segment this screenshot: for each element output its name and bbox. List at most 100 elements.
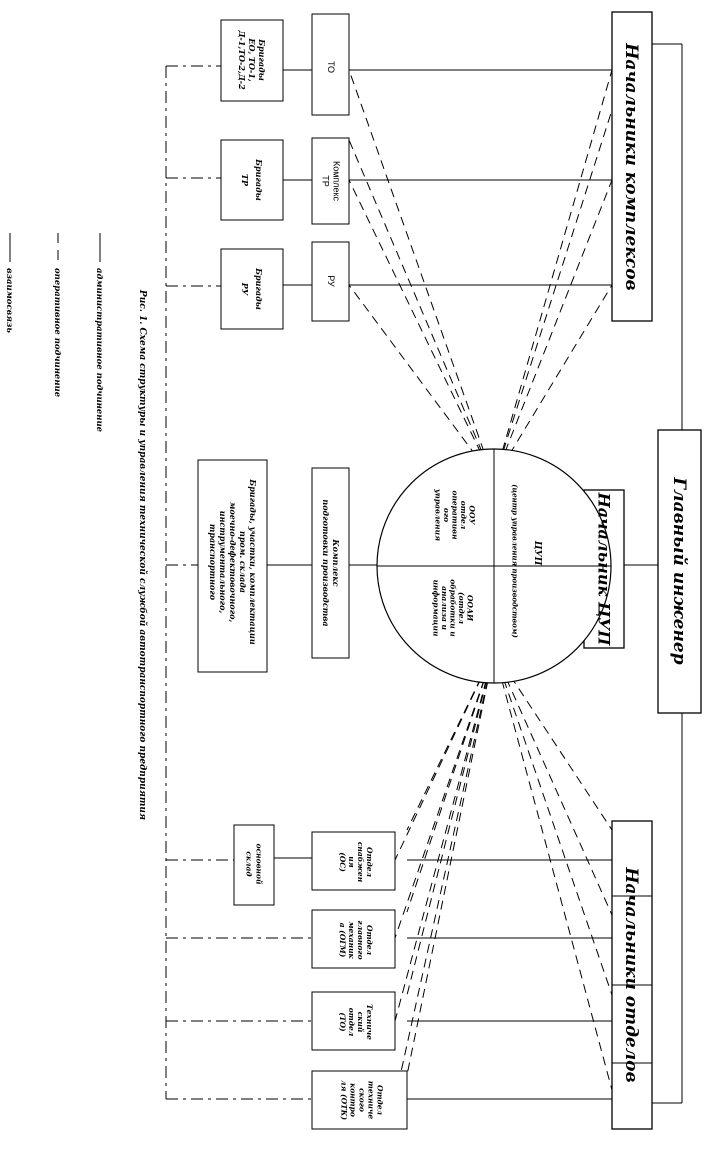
figure-caption-text: Рис. 1. Схема структуры и управления тех… xyxy=(137,289,148,820)
complex-ru-label-line: РУ xyxy=(326,275,336,287)
cup-left-line: отдел xyxy=(459,501,468,530)
prep-brigades-label-line: Бригады, участки, комплектации xyxy=(248,478,258,644)
dashed-line xyxy=(394,650,495,1100)
dept-os-box xyxy=(311,831,396,891)
heads-departments-label-text: Начальники отделов xyxy=(621,866,641,1082)
dashed-line xyxy=(493,650,613,916)
prep-brigades-label-line: моечно-дефектовочного, xyxy=(228,502,238,623)
dashed-line xyxy=(493,650,613,1091)
figure-caption: Рис. 1. Схема структуры и управления тех… xyxy=(137,289,148,820)
brigades-ru-box xyxy=(220,248,284,330)
dashed-line xyxy=(493,69,613,481)
brigades-tr-label-line: ТР xyxy=(240,174,250,187)
dashed-line xyxy=(406,650,495,1076)
dashed-line xyxy=(493,109,613,481)
cup-right-line: обработки и xyxy=(448,579,457,637)
dashed-line xyxy=(394,650,495,861)
dept-ogm-label-line: Отдел xyxy=(365,925,374,955)
dashed-line xyxy=(493,284,613,481)
dept-os-label-line: ия xyxy=(347,856,356,867)
dept-otk-label-line: техниче xyxy=(366,1081,375,1119)
complex-to-label-line: ТО xyxy=(326,61,336,73)
complex-ru-label: РУ xyxy=(326,275,336,287)
dashed-line xyxy=(406,650,495,913)
brigades-tr-box xyxy=(220,139,284,221)
dashed-line xyxy=(394,650,495,939)
prep-brigades-label-line: транспортного xyxy=(208,524,218,601)
chief-engineer-box xyxy=(657,429,702,714)
dashed-line xyxy=(493,179,613,481)
dashed-line xyxy=(394,650,495,1022)
main-warehouse-label-line: склад xyxy=(244,851,253,876)
prep-brigades-label-line: пром. склада xyxy=(238,531,248,593)
dept-to-label-line: (ТО) xyxy=(338,1012,347,1032)
dashed-line xyxy=(348,139,495,481)
dept-os-label-line: Отдел xyxy=(365,847,374,877)
cup-left-line: оперативн xyxy=(450,490,459,540)
dashed-line xyxy=(406,650,495,996)
brigades-to-box xyxy=(220,19,284,102)
cup-left-line: ого xyxy=(442,508,451,522)
prep-brigades-label-line: инструментального, xyxy=(218,511,228,614)
brigades-tr-label-line: Бригады xyxy=(254,158,264,201)
chief-engineer-label-text: Главный инженер xyxy=(669,476,689,664)
dashed-line xyxy=(348,69,495,481)
cup-right-line: ООАИ xyxy=(465,595,474,622)
dept-to-label-line: ский xyxy=(356,1012,365,1033)
cup-left-line: ООУ xyxy=(467,505,476,525)
prep-complex-box xyxy=(311,467,350,659)
complex-to-box xyxy=(311,13,350,116)
legend-item-label: взаимосвязь xyxy=(4,268,14,333)
legend-label: административное подчинение xyxy=(94,268,104,433)
complex-tr-label-line: Комплекс xyxy=(331,161,341,202)
dept-otk-label-line: ля (ОТК) xyxy=(339,1080,348,1121)
dept-otk-label-line: ского xyxy=(357,1088,366,1112)
cup-left-line: управления xyxy=(433,488,442,541)
head-cup-label: Начальник ЦУП xyxy=(594,492,613,647)
diagram-labels: Главный инженер Начальник ЦУП Начальники к… xyxy=(4,29,689,1120)
dept-ogm-label-line: главного xyxy=(356,920,365,959)
dashed-line xyxy=(493,650,613,996)
legend-item-label: административное подчинение xyxy=(94,268,104,433)
legend-item-label: оперативное подчинение xyxy=(52,268,62,398)
dept-otk-label-line: Отдел xyxy=(375,1085,384,1115)
heads-complexes-box xyxy=(611,11,653,322)
dashed-line xyxy=(348,179,495,481)
diagram-boxes xyxy=(197,11,702,1130)
prep-complex-label-line: Комплекс xyxy=(331,538,341,586)
heads-departments-box xyxy=(611,820,653,1130)
brigades-to-label-line: Бригады xyxy=(257,38,267,81)
heads-complexes-label: Начальники комплексов xyxy=(621,42,641,290)
brigades-ru-label-line: РУ xyxy=(240,282,250,296)
prep-complex-label-line: подготовки производства xyxy=(321,499,331,626)
complex-tr-box xyxy=(311,137,350,225)
complex-to-label: ТО xyxy=(326,61,336,73)
cup-subtitle-text: (центр управления производством) xyxy=(511,484,520,638)
cup-right-line: информации xyxy=(431,580,440,637)
dept-ogm-box xyxy=(311,909,396,969)
cup-title-text: ЦУП xyxy=(532,540,542,566)
cup-subtitle: (центр управления производством) xyxy=(511,484,520,638)
cup-title: ЦУП xyxy=(532,540,542,566)
dept-ogm-label-line: а (ОГМ) xyxy=(338,923,347,958)
heads-complexes-label-text: Начальники комплексов xyxy=(621,42,641,290)
dept-to-label-line: Техниче xyxy=(365,1004,374,1040)
dept-otk-label-line: контро xyxy=(348,1083,357,1117)
legend-label: взаимосвязь xyxy=(4,268,14,333)
legend-label: оперативное подчинение xyxy=(52,268,62,398)
dept-to-label-line: отдел xyxy=(347,1008,356,1037)
complex-ru-box xyxy=(311,241,350,322)
brigades-to-label-line: Д-1,ТО-2,Д-2 xyxy=(237,29,247,90)
